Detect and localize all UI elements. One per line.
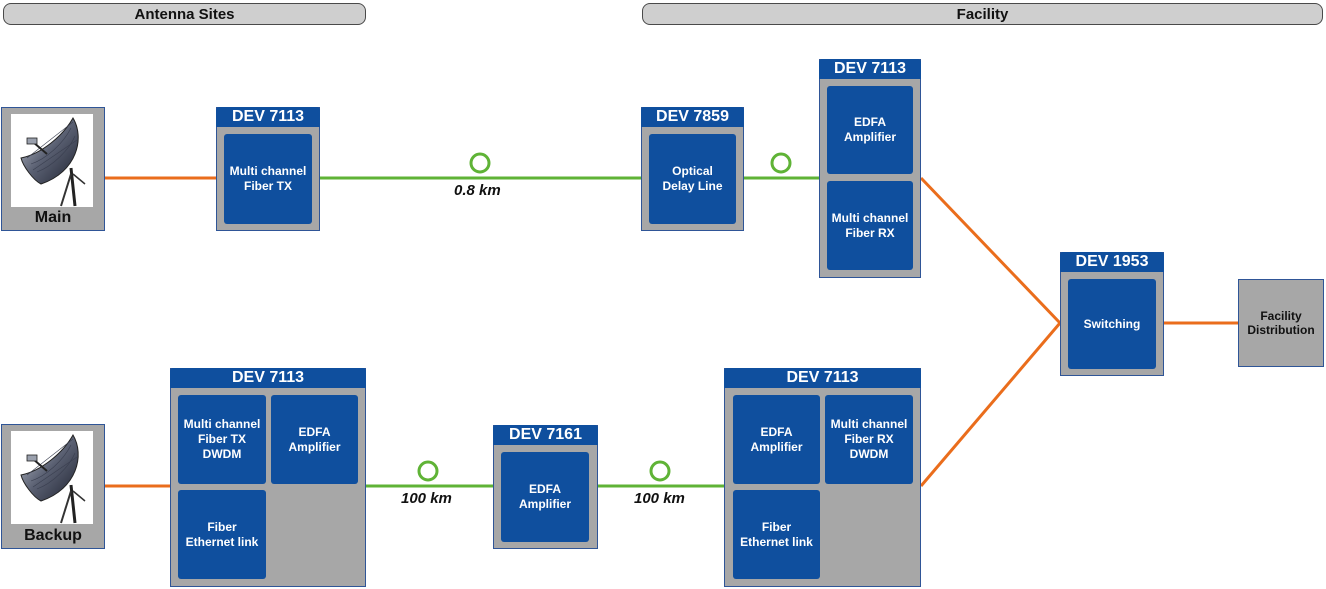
device-backup-tx[interactable]: DEV 7113 Multi channel Fiber TX DWDM EDF… bbox=[170, 368, 366, 587]
main-site[interactable]: Main bbox=[1, 107, 105, 231]
antenna-sites-header: Antenna Sites bbox=[3, 3, 366, 25]
satellite-dish-icon bbox=[11, 431, 93, 524]
device-title: DEV 7859 bbox=[641, 107, 744, 127]
facility-header: Facility bbox=[642, 3, 1323, 25]
main-rx-to-switch-link bbox=[919, 176, 1062, 325]
facility-distribution-box[interactable]: Facility Distribution bbox=[1238, 279, 1324, 367]
fiber-spool-icon bbox=[649, 460, 671, 482]
module-switching: Switching bbox=[1068, 279, 1156, 369]
device-mid-amplifier[interactable]: DEV 7161 EDFA Amplifier bbox=[493, 425, 598, 549]
module-edfa-amplifier: EDFA Amplifier bbox=[827, 86, 913, 174]
device-title: DEV 7113 bbox=[724, 368, 921, 388]
module-edfa-amplifier: EDFA Amplifier bbox=[733, 395, 820, 484]
device-title: DEV 7161 bbox=[493, 425, 598, 445]
module-fiber-tx: Multi channel Fiber TX bbox=[224, 134, 312, 224]
device-main-rx[interactable]: DEV 7113 EDFA Amplifier Multi channel Fi… bbox=[819, 59, 921, 278]
device-switching[interactable]: DEV 1953 Switching bbox=[1060, 252, 1164, 376]
main-link-distance: 0.8 km bbox=[454, 182, 501, 199]
main-site-label: Main bbox=[34, 209, 72, 226]
device-title: DEV 7113 bbox=[216, 107, 320, 127]
module-fiber-rx-dwdm: Multi channel Fiber RX DWDM bbox=[825, 395, 913, 484]
module-fiber-ethernet-link: Fiber Ethernet link bbox=[178, 490, 266, 579]
backup-link-1-distance: 100 km bbox=[401, 490, 452, 507]
module-edfa-amplifier: EDFA Amplifier bbox=[271, 395, 358, 484]
backup-site[interactable]: Backup bbox=[1, 424, 105, 549]
backup-link-2-distance: 100 km bbox=[634, 490, 685, 507]
module-edfa-amplifier: EDFA Amplifier bbox=[501, 452, 589, 542]
module-optical-delay-line: Optical Delay Line bbox=[649, 134, 736, 224]
device-main-tx[interactable]: DEV 7113 Multi channel Fiber TX bbox=[216, 107, 320, 231]
device-title: DEV 1953 bbox=[1060, 252, 1164, 272]
module-fiber-ethernet-link: Fiber Ethernet link bbox=[733, 490, 820, 579]
fiber-spool-icon bbox=[770, 152, 792, 174]
device-title: DEV 7113 bbox=[819, 59, 921, 79]
module-fiber-tx-dwdm: Multi channel Fiber TX DWDM bbox=[178, 395, 266, 484]
fiber-spool-icon bbox=[417, 460, 439, 482]
fiber-spool-icon bbox=[469, 152, 491, 174]
backup-site-label: Backup bbox=[24, 527, 82, 544]
satellite-dish-icon bbox=[11, 114, 93, 207]
device-delay-line[interactable]: DEV 7859 Optical Delay Line bbox=[641, 107, 744, 231]
device-title: DEV 7113 bbox=[170, 368, 366, 388]
device-backup-rx[interactable]: DEV 7113 EDFA Amplifier Multi channel Fi… bbox=[724, 368, 921, 587]
module-fiber-rx: Multi channel Fiber RX bbox=[827, 181, 913, 270]
backup-rx-to-switch-link bbox=[919, 322, 1062, 487]
